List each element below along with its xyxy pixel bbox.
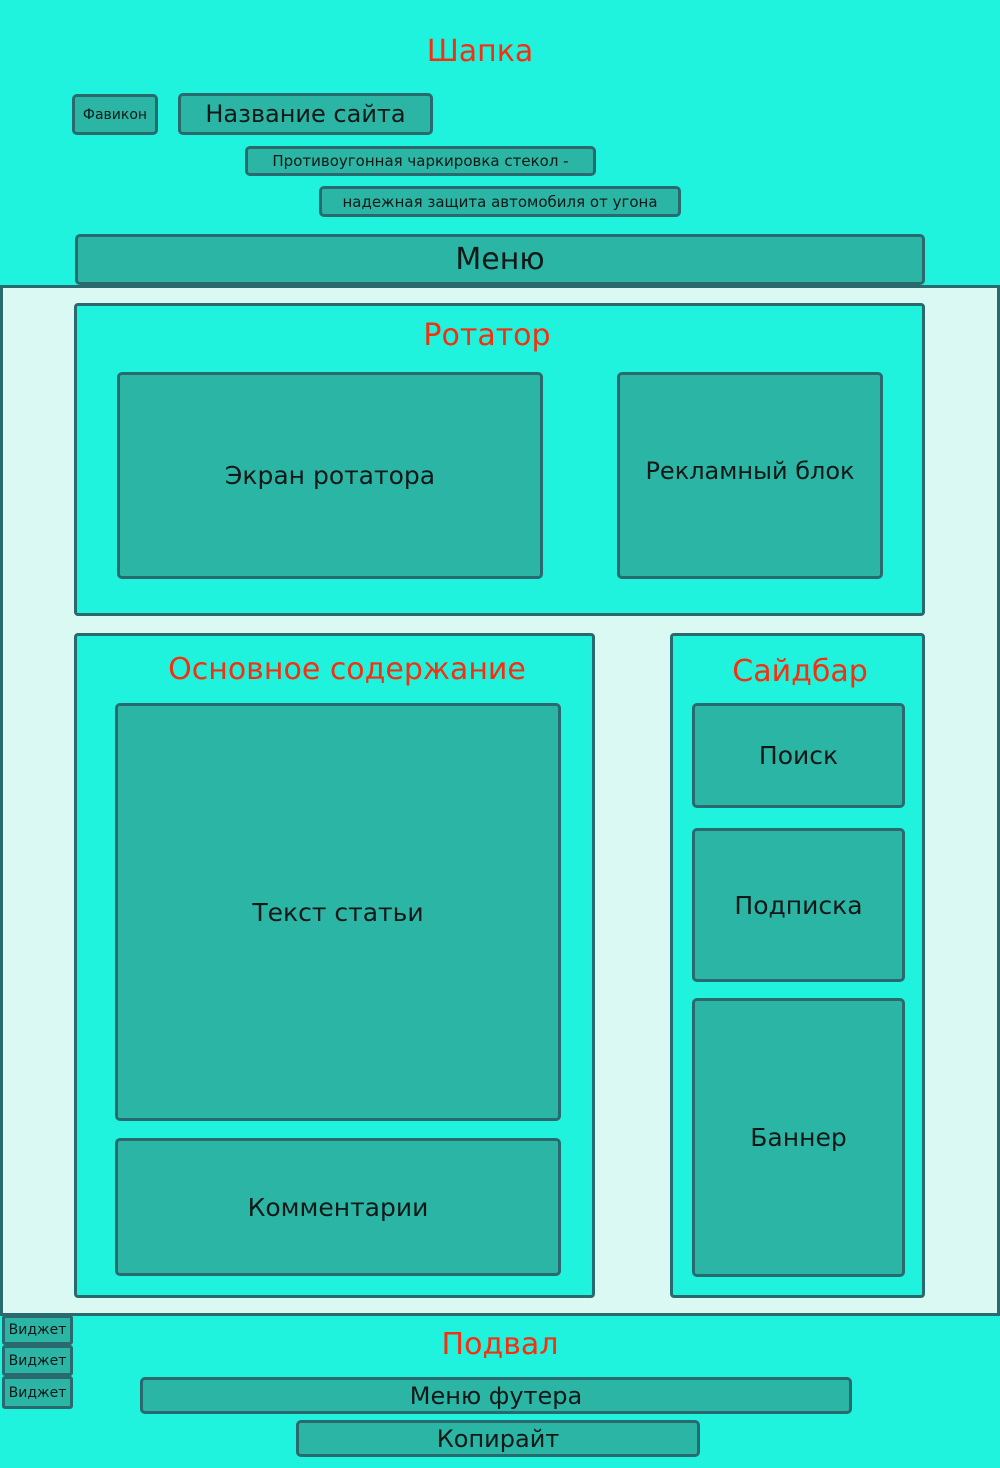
search-label: Поиск (758, 741, 839, 770)
search-block: Поиск (692, 703, 905, 808)
site-name-label: Название сайта (205, 100, 406, 128)
header-title: Шапка (426, 34, 534, 69)
banner-label: Баннер (750, 1123, 847, 1152)
subscription-label: Подписка (734, 890, 863, 920)
ad-block: Рекламный блок (617, 372, 883, 579)
favicon-label: Фавикон (82, 106, 148, 123)
banner-block: Баннер (692, 998, 905, 1277)
footer-menu-label: Меню футера (409, 1381, 583, 1410)
footer-widget-label: Виджет (8, 1352, 67, 1369)
footer-title: Подвал (441, 1327, 559, 1362)
main-content-title: Основное содержание (168, 652, 526, 687)
slogan-line2: надежная защита автомобиля от угона (342, 192, 658, 211)
footer-widget-label: Виджет (8, 1384, 67, 1401)
footer-widget-3: Виджет (2, 1376, 73, 1409)
slogan-line1-block: Противоугонная чаркировка стекол - (245, 146, 596, 176)
menu-label: Меню (455, 242, 545, 277)
footer-widget-label: Виджет (8, 1322, 67, 1338)
ad-block-label: Рекламный блок (645, 456, 855, 485)
copyright-label: Копирайт (436, 1424, 560, 1453)
rotator-screen-label: Экран ротатора (224, 461, 436, 490)
rotator-title: Ротатор (423, 318, 551, 353)
comments-block: Комментарии (115, 1138, 561, 1276)
site-name-block: Название сайта (178, 93, 433, 135)
favicon-block: Фавикон (72, 94, 158, 135)
copyright-block: Копирайт (296, 1420, 700, 1457)
footer-widget-1: Виджет (2, 1315, 73, 1345)
menu-block: Меню (75, 234, 925, 285)
comments-label: Комментарии (247, 1192, 429, 1222)
footer-widget-2: Виджет (2, 1345, 73, 1376)
article-text-block: Текст статьи (115, 703, 561, 1121)
article-text-label: Текст статьи (252, 897, 424, 927)
slogan-line1: Противоугонная чаркировка стекол - (272, 152, 569, 170)
footer-menu-block: Меню футера (140, 1377, 852, 1414)
slogan-line2-block: надежная защита автомобиля от угона (319, 186, 681, 217)
sidebar-title: Сайдбар (732, 654, 868, 689)
subscription-block: Подписка (692, 828, 905, 982)
rotator-screen-block: Экран ротатора (117, 372, 543, 579)
